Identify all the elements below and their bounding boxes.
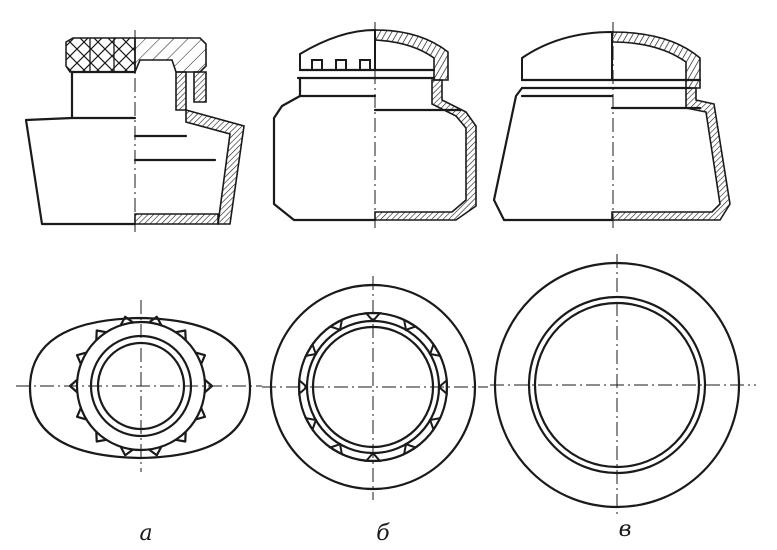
jar-a-side-view	[24, 37, 245, 226]
thread-lug	[75, 406, 88, 421]
thread-lug	[402, 317, 419, 332]
label-b: б	[376, 521, 390, 546]
thread-lug	[95, 329, 108, 342]
thread-lug	[327, 442, 344, 457]
jar-b-side-view	[272, 28, 477, 222]
jar-b-top-view	[269, 283, 477, 491]
thread-lug	[147, 315, 163, 327]
thread-lug	[303, 416, 318, 433]
jar-a-top-view	[28, 315, 252, 460]
thread-lug	[327, 317, 344, 332]
jar-c-side-view	[492, 30, 731, 222]
jar-b-thread-lugs	[298, 312, 448, 462]
thread-lug	[119, 315, 135, 327]
thread-lug	[174, 430, 187, 443]
thread-lug	[303, 341, 318, 358]
axis-lines	[16, 22, 756, 516]
thread-lug	[119, 445, 135, 457]
thread-lug	[194, 406, 207, 421]
thread-lug	[75, 351, 88, 366]
thread-lug	[428, 416, 443, 433]
label-a: а	[139, 521, 152, 546]
thread-lug	[402, 442, 419, 457]
thread-lug	[174, 329, 187, 342]
thread-lug	[147, 445, 163, 457]
thread-lug	[428, 341, 443, 358]
thread-lug	[95, 430, 108, 443]
label-c: в	[619, 517, 632, 542]
thread-lug	[194, 351, 207, 366]
